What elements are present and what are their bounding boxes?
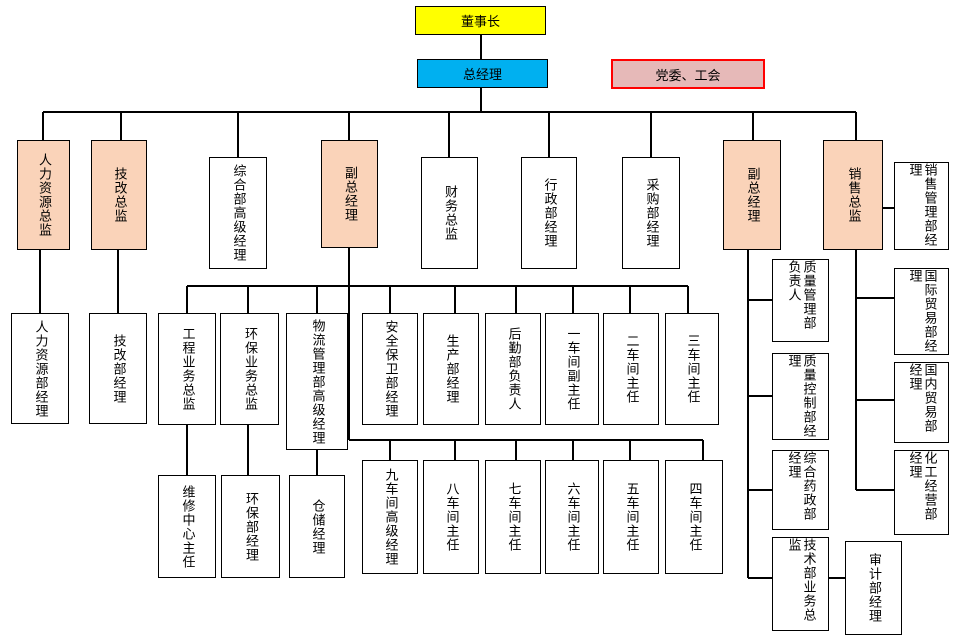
quality-control-manager-box: 质量控制部经理	[772, 353, 829, 440]
environment-director-box: 环保业务总监	[220, 313, 279, 425]
admin-dept-manager-label: 行政部经理	[541, 178, 557, 248]
general-dept-manager-box: 综合部高级经理	[209, 157, 267, 269]
workshop-1-box: 一车间副主任	[545, 313, 599, 425]
workshop-4-box: 四车间主任	[665, 460, 723, 574]
sales-director-label: 销售总监	[845, 167, 861, 223]
workshop-8-box: 八车间主任	[423, 460, 479, 574]
environment-manager-label: 环保部经理	[243, 491, 258, 562]
workshop-6-label: 六车间主任	[564, 482, 580, 552]
workshop-7-box: 七车间主任	[485, 460, 541, 574]
workshop-1-label: 一车间副主任	[564, 327, 580, 411]
maintenance-center-box: 维修中心主任	[158, 475, 216, 578]
logistics-support-head-box: 后勤部负责人	[485, 313, 541, 425]
warehouse-manager-box: 仓储经理	[289, 475, 345, 578]
chairman-box: 董事长	[415, 6, 546, 35]
tech-reform-manager-label: 技改部经理	[110, 333, 126, 404]
quality-management-head-box: 质量管理部负责人	[772, 259, 829, 342]
logistics-support-head-label: 后勤部负责人	[505, 327, 521, 411]
tech-reform-manager-box: 技改部经理	[89, 313, 147, 424]
pharma-affairs-manager-label: 综合药政部经理	[785, 451, 816, 521]
vice-gm-right-label: 副总经理	[744, 167, 760, 223]
engineering-director-label: 工程业务总监	[179, 327, 195, 411]
workshop-8-label: 八车间主任	[443, 482, 459, 552]
intl-trade-manager-box: 国际贸易部经理	[894, 268, 949, 355]
sales-management-manager-label: 销售管理部经理	[906, 163, 937, 247]
sales-management-manager-box: 销售管理部经理	[894, 162, 949, 250]
party-union-box: 党委、工会	[611, 59, 765, 89]
purchasing-manager-label: 采购部经理	[643, 178, 659, 248]
vice-gm-left-box: 副总经理	[321, 140, 378, 248]
audit-manager-box: 审计部经理	[845, 541, 902, 635]
engineering-director-box: 工程业务总监	[158, 313, 216, 425]
production-manager-label: 生产部经理	[443, 334, 459, 404]
logistics-manager-box: 物流管理部高级经理	[286, 313, 348, 450]
workshop-5-box: 五车间主任	[603, 460, 659, 574]
purchasing-manager-box: 采购部经理	[622, 157, 680, 269]
tech-dept-director-label: 技术部业务总监	[785, 538, 816, 622]
chairman-label: 董事长	[460, 15, 500, 30]
party-union-label: 党委、工会	[655, 68, 721, 84]
vice-gm-right-box: 副总经理	[723, 140, 781, 250]
security-manager-box: 安全保卫部经理	[362, 313, 418, 425]
hr-director-box: 人力资源总监	[17, 140, 70, 250]
security-manager-label: 安全保卫部经理	[382, 320, 398, 418]
tech-reform-director-box: 技改总监	[91, 140, 147, 250]
warehouse-manager-label: 仓储经理	[309, 498, 325, 555]
production-manager-box: 生产部经理	[423, 313, 479, 425]
workshop-9-box: 九车间高级经理	[362, 460, 418, 574]
finance-director-box: 财务总监	[421, 157, 478, 269]
vice-gm-left-label: 副总经理	[342, 166, 357, 222]
logistics-manager-label: 物流管理部高级经理	[309, 318, 325, 445]
workshop-3-label: 三车间主任	[684, 334, 700, 404]
workshop-4-label: 四车间主任	[686, 482, 702, 552]
pharma-affairs-manager-box: 综合药政部经理	[772, 450, 829, 530]
hr-dept-manager-box: 人力资源部经理	[11, 313, 69, 424]
workshop-3-box: 三车间主任	[665, 313, 719, 425]
finance-director-label: 财务总监	[442, 185, 457, 241]
general-dept-manager-label: 综合部高级经理	[230, 164, 246, 262]
workshop-5-label: 五车间主任	[623, 482, 639, 552]
hr-director-label: 人力资源总监	[36, 153, 51, 237]
domestic-trade-manager-label: 国内贸易部经理	[906, 363, 937, 433]
hr-dept-manager-label: 人力资源部经理	[32, 319, 48, 418]
environment-manager-box: 环保部经理	[221, 475, 280, 578]
sales-director-box: 销售总监	[823, 140, 883, 250]
workshop-7-label: 七车间主任	[505, 482, 521, 552]
general-manager-label: 总经理	[462, 68, 502, 83]
chemical-business-manager-box: 化工经营部经理	[894, 450, 949, 535]
chemical-business-manager-label: 化工经营部经理	[906, 451, 937, 521]
workshop-2-label: 二车间主任	[623, 334, 639, 404]
workshop-6-box: 六车间主任	[545, 460, 599, 574]
tech-dept-director-box: 技术部业务总监	[772, 537, 829, 631]
intl-trade-manager-label: 国际贸易部经理	[906, 269, 937, 353]
domestic-trade-manager-box: 国内贸易部经理	[894, 362, 949, 443]
workshop-9-label: 九车间高级经理	[382, 468, 398, 566]
environment-director-label: 环保业务总监	[242, 327, 257, 411]
quality-management-head-label: 质量管理部负责人	[785, 260, 816, 330]
quality-control-manager-label: 质量控制部经理	[785, 354, 816, 438]
tech-reform-director-label: 技改总监	[111, 167, 127, 223]
workshop-2-box: 二车间主任	[603, 313, 659, 425]
maintenance-center-label: 维修中心主任	[179, 484, 195, 569]
audit-manager-label: 审计部经理	[866, 553, 881, 623]
general-manager-box: 总经理	[417, 59, 548, 88]
admin-dept-manager-box: 行政部经理	[521, 157, 577, 269]
